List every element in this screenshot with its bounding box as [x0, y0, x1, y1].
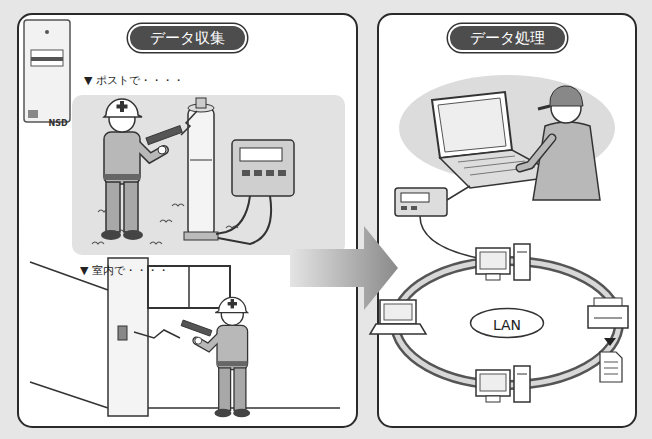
- network-label: LAN: [493, 317, 521, 333]
- reader-device: [216, 140, 294, 244]
- laptop: [370, 300, 426, 334]
- processing-panel: データ処理 LAN: [378, 14, 636, 427]
- brand-mark: NSD: [48, 119, 67, 128]
- lan-ring: [395, 261, 619, 385]
- section-heading: データ処理: [448, 24, 567, 52]
- wireless-signal: [181, 111, 197, 135]
- panel-outline: [378, 14, 636, 427]
- desktop-computer: [476, 366, 530, 402]
- data-reader: [395, 186, 478, 258]
- wall-unit: [24, 20, 70, 122]
- field-worker: [101, 99, 182, 240]
- scene-background: [72, 95, 345, 255]
- flow-arrow: [290, 226, 398, 310]
- indoor-meter: [118, 326, 127, 340]
- panel-outline: [18, 14, 357, 427]
- field-worker: [181, 297, 250, 417]
- scene-caption: ▼ ポストで・・・・: [84, 74, 184, 87]
- section-heading: データ収集: [128, 24, 247, 52]
- ellipse-outline: [471, 309, 544, 338]
- network-ellipse: LAN: [469, 307, 545, 339]
- scene-caption: ▼ 室内で・・・・: [80, 264, 169, 277]
- operator: [520, 86, 600, 200]
- wireless-signal: [134, 330, 180, 338]
- printer: [588, 298, 628, 382]
- desktop-computer: [476, 244, 530, 280]
- collection-panel: データ収集 ▼ ポストで・・・・ ▼ 室内で・・・・: [18, 14, 357, 427]
